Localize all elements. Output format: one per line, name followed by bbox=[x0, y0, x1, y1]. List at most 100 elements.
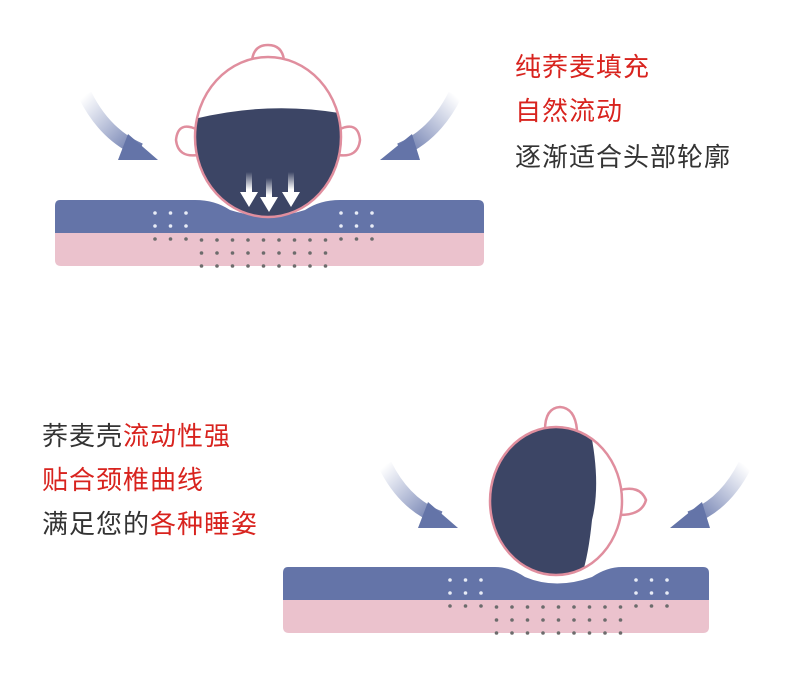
down-arrows-icon bbox=[240, 172, 300, 212]
buckwheat-dot bbox=[587, 631, 592, 635]
buckwheat-dot bbox=[556, 631, 561, 635]
buckwheat-dot bbox=[354, 211, 359, 215]
buckwheat-dot bbox=[541, 631, 545, 635]
buckwheat-dot bbox=[292, 251, 297, 255]
caption-text: 荞麦壳 bbox=[42, 422, 124, 452]
caption-line: 满足您的各种睡姿 bbox=[42, 510, 258, 540]
buckwheat-dot bbox=[572, 618, 576, 622]
buckwheat-dot bbox=[634, 591, 638, 595]
buckwheat-dot bbox=[230, 264, 235, 268]
buckwheat-dot bbox=[463, 604, 468, 608]
buckwheat-dot bbox=[246, 264, 250, 268]
caption-line: 贴合颈椎曲线 bbox=[42, 466, 205, 496]
buckwheat-dot bbox=[525, 618, 530, 622]
buckwheat-dot bbox=[292, 264, 297, 268]
buckwheat-dot bbox=[277, 251, 281, 255]
buckwheat-dot bbox=[665, 604, 669, 608]
buckwheat-dot bbox=[354, 224, 359, 228]
buckwheat-dot bbox=[261, 238, 266, 242]
buckwheat-dot bbox=[634, 604, 638, 608]
pressure-arrow-left-icon bbox=[378, 461, 458, 528]
buckwheat-dot bbox=[541, 605, 545, 609]
buckwheat-dot bbox=[587, 605, 592, 609]
buckwheat-dot bbox=[215, 264, 219, 268]
buckwheat-dot bbox=[168, 224, 173, 228]
buckwheat-dot bbox=[323, 251, 328, 255]
buckwheat-dot bbox=[448, 578, 452, 582]
buckwheat-dot bbox=[153, 224, 157, 228]
buckwheat-dot bbox=[541, 618, 545, 622]
buckwheat-dot bbox=[323, 238, 328, 242]
buckwheat-dot bbox=[168, 237, 173, 241]
buckwheat-dot bbox=[665, 591, 669, 595]
buckwheat-dot bbox=[494, 618, 499, 622]
buckwheat-dot bbox=[184, 237, 188, 241]
buckwheat-dot bbox=[603, 618, 607, 622]
buckwheat-dot bbox=[168, 211, 173, 215]
buckwheat-dot bbox=[323, 264, 328, 268]
buckwheat-dot bbox=[510, 631, 514, 635]
buckwheat-dot bbox=[339, 224, 343, 228]
buckwheat-dot bbox=[370, 224, 374, 228]
caption-line: 逐渐适合头部轮廓 bbox=[515, 143, 732, 173]
pressure-arrow-right-icon bbox=[380, 91, 462, 160]
caption-highlight: 各种睡姿 bbox=[150, 510, 259, 540]
buckwheat-dot bbox=[153, 237, 157, 241]
buckwheat-dot bbox=[153, 211, 157, 215]
buckwheat-dot bbox=[277, 264, 281, 268]
buckwheat-dot bbox=[292, 238, 297, 242]
buckwheat-dot bbox=[215, 238, 219, 242]
buckwheat-dot bbox=[339, 237, 343, 241]
buckwheat-dot bbox=[572, 605, 576, 609]
buckwheat-dot bbox=[587, 618, 592, 622]
buckwheat-dot bbox=[510, 618, 514, 622]
buckwheat-dot bbox=[199, 251, 204, 255]
buckwheat-dots bbox=[153, 211, 374, 268]
buckwheat-dot bbox=[649, 578, 654, 582]
buckwheat-dot bbox=[649, 591, 654, 595]
buckwheat-dot bbox=[463, 578, 468, 582]
buckwheat-dot bbox=[479, 578, 483, 582]
buckwheat-dot bbox=[184, 211, 188, 215]
buckwheat-dot bbox=[308, 238, 312, 242]
pressure-arrow-left-icon bbox=[78, 91, 158, 160]
caption-text: 满足您的 bbox=[42, 510, 151, 540]
buckwheat-dot bbox=[572, 631, 576, 635]
buckwheat-dot bbox=[494, 605, 499, 609]
buckwheat-dot bbox=[215, 251, 219, 255]
caption-line: 荞麦壳流动性强 bbox=[42, 422, 231, 452]
buckwheat-dot bbox=[525, 605, 530, 609]
buckwheat-dot bbox=[261, 264, 266, 268]
caption-line: 自然流动 bbox=[515, 97, 624, 127]
caption-highlight: 流动性强 bbox=[123, 422, 232, 452]
buckwheat-dot bbox=[448, 591, 452, 595]
buckwheat-dot bbox=[618, 618, 623, 622]
buckwheat-dot bbox=[525, 631, 530, 635]
buckwheat-dot bbox=[199, 264, 204, 268]
buckwheat-dot bbox=[618, 631, 623, 635]
buckwheat-dot bbox=[230, 251, 235, 255]
pressure-arrow-right-icon bbox=[670, 461, 752, 528]
buckwheat-dot bbox=[246, 238, 250, 242]
buckwheat-dot bbox=[479, 604, 483, 608]
buckwheat-dot bbox=[354, 237, 359, 241]
buckwheat-dot bbox=[370, 211, 374, 215]
buckwheat-dot bbox=[308, 251, 312, 255]
buckwheat-dot bbox=[649, 604, 654, 608]
buckwheat-dot bbox=[634, 578, 638, 582]
buckwheat-dot bbox=[184, 224, 188, 228]
buckwheat-dot bbox=[246, 251, 250, 255]
buckwheat-dot bbox=[370, 237, 374, 241]
buckwheat-dot bbox=[308, 264, 312, 268]
buckwheat-dot bbox=[261, 251, 266, 255]
buckwheat-dot bbox=[230, 238, 235, 242]
buckwheat-dot bbox=[479, 591, 483, 595]
buckwheat-dot bbox=[510, 605, 514, 609]
buckwheat-dot bbox=[556, 618, 561, 622]
buckwheat-dot bbox=[463, 591, 468, 595]
buckwheat-dot bbox=[448, 604, 452, 608]
buckwheat-dot bbox=[494, 631, 499, 635]
buckwheat-dot bbox=[618, 605, 623, 609]
